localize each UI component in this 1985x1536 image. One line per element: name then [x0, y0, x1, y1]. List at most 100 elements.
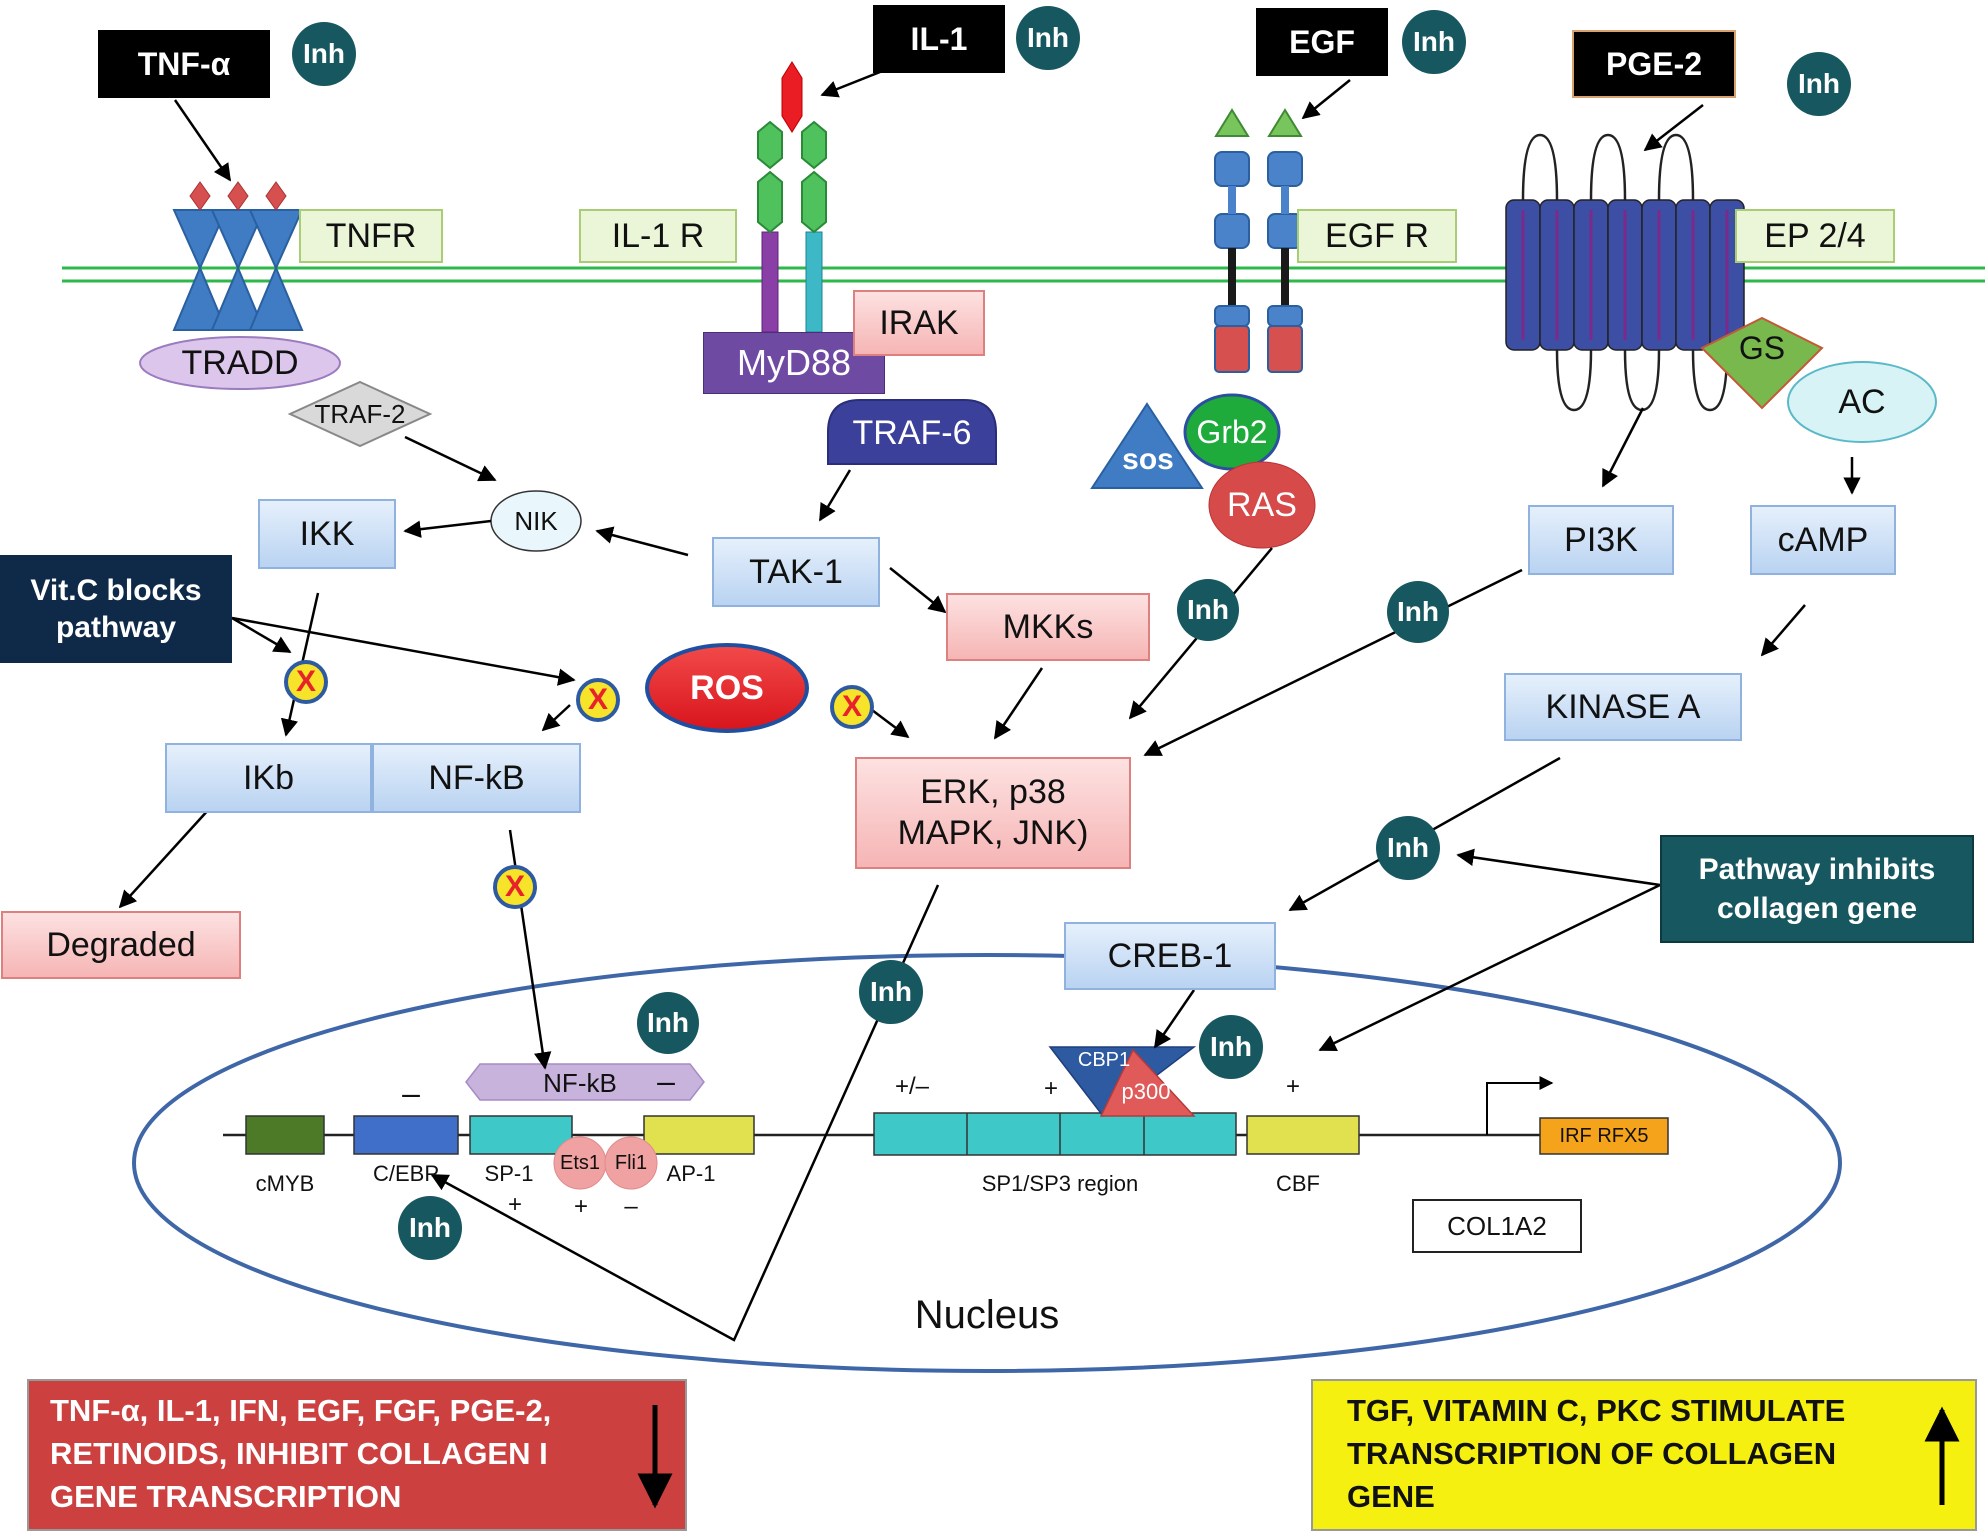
stimulate-line-2: TRANSCRIPTION OF COLLAGEN — [1347, 1435, 1837, 1471]
nfkb-bar-shape — [465, 1063, 705, 1101]
ligand-pge2: PGE-2 — [1572, 30, 1736, 98]
plusminus-sign: +/– — [894, 1073, 930, 1100]
nucleus-outline — [132, 953, 1842, 1373]
degraded-box: Degraded — [1, 911, 241, 979]
pathway-arrows — [118, 66, 1861, 1342]
pathway-line-1: Pathway inhibits — [1698, 853, 1936, 886]
pathway-callout: Pathway inhibits collagen gene — [1660, 835, 1974, 943]
nik-label: NIK — [514, 505, 558, 536]
p300-shape — [1099, 1048, 1196, 1117]
plus-sign-sp1: + — [507, 1191, 522, 1218]
inh-badge-tnf: Inh — [292, 22, 356, 86]
sp1-label: SP-1 — [484, 1161, 534, 1186]
ikb-box: IKb — [165, 743, 372, 813]
plus-sign-sp3: + — [1043, 1075, 1058, 1102]
traf2-label: TRAF-2 — [314, 398, 406, 429]
cmyb-label: cMYB — [255, 1171, 315, 1196]
erk-line-1: ERK, p38 — [920, 773, 1066, 812]
sp1-element — [469, 1115, 573, 1155]
ets1-label: Ets1 — [559, 1151, 601, 1174]
erk-line-2: MAPK, JNK) — [897, 814, 1089, 852]
mkks-box: MKKs — [946, 593, 1150, 661]
traf2-shape — [287, 380, 433, 448]
ligand-il1: IL-1 — [873, 5, 1005, 73]
vitc-line-2: pathway — [55, 611, 177, 644]
traf6-label: TRAF-6 — [852, 413, 972, 452]
pathway-line-2: collagen gene — [1716, 892, 1918, 925]
vitc-callout: Vit.C blocks pathway — [0, 555, 232, 663]
kinase-a-box: KINASE A — [1504, 673, 1742, 741]
cmyb-element — [245, 1115, 325, 1155]
fli1-shape — [604, 1136, 658, 1190]
col1a2-label: COL1A2 — [1447, 1210, 1547, 1241]
ras-label: RAS — [1227, 485, 1297, 524]
inh-badge-kinase: Inh — [1376, 816, 1440, 880]
stimulate-legend-box — [1311, 1379, 1977, 1531]
minus-sign-nfkb: – — [657, 1062, 675, 1099]
sp1sp3-region — [873, 1112, 1237, 1156]
inh-badge-nfkb: Inh — [637, 992, 699, 1054]
x-mark-erk: X — [841, 690, 862, 723]
inh-badge-pge2: Inh — [1787, 52, 1851, 116]
creb1-box: CREB-1 — [1064, 922, 1276, 990]
inh-badge-ras: Inh — [1177, 579, 1239, 641]
ligand-egf: EGF — [1256, 8, 1388, 76]
cebp-element — [353, 1115, 459, 1155]
ras-shape — [1208, 461, 1316, 549]
sp1sp3-label: SP1/SP3 region — [981, 1171, 1139, 1196]
p300-label: p300 — [1121, 1079, 1171, 1104]
x-mark-ikk: X — [295, 665, 316, 698]
ac-label: AC — [1838, 382, 1886, 421]
minus-sign-fli1: – — [624, 1193, 638, 1220]
inh-badge-il1: Inh — [1016, 6, 1080, 70]
egf-receptor — [1214, 108, 1303, 373]
tradd-label: TRADD — [181, 343, 299, 382]
erk-mapk-box: ERK, p38 MAPK, JNK) — [855, 757, 1131, 869]
tradd-shape — [139, 336, 341, 390]
ros-label: ROS — [690, 668, 764, 707]
inhibit-legend-text: TNF-α, IL-1, IFN, EGF, FGF, PGE-2, RETIN… — [50, 1390, 630, 1518]
inhibit-legend-box — [27, 1379, 687, 1531]
irak-label: IRAK — [853, 290, 985, 356]
camp-box: cAMP — [1750, 505, 1896, 575]
gs-label: GS — [1738, 329, 1786, 366]
nucleus-label: Nucleus — [914, 1292, 1060, 1337]
sos-shape — [1090, 402, 1204, 489]
minus-sign-cebp: – — [402, 1074, 420, 1111]
irf-label: IRF RFX5 — [1559, 1124, 1649, 1147]
tnfr-label: TNFR — [299, 209, 443, 263]
sos-label: sos — [1122, 443, 1174, 476]
vitc-blocker-marks — [284, 660, 874, 909]
stimulate-line-1: TGF, VITAMIN C, PKC STIMULATE — [1347, 1393, 1846, 1428]
il1-receptor — [757, 61, 827, 333]
x-mark-nfkb: X — [587, 683, 608, 716]
gs-shape — [1700, 316, 1824, 410]
ligand-tnf: TNF-α — [98, 30, 270, 98]
inh-badge-erk: Inh — [859, 960, 923, 1024]
ep24-label: EP 2/4 — [1735, 209, 1895, 263]
nfkb-bar-label: NF-kB — [543, 1067, 617, 1098]
fli1-label: Fli1 — [614, 1151, 648, 1174]
stimulate-line-3: GENE — [1347, 1478, 1435, 1514]
inhibit-line-3: GENE TRANSCRIPTION — [50, 1478, 402, 1514]
inh-badge-egf: Inh — [1402, 10, 1466, 74]
cbp1-label: CBP1 — [1077, 1048, 1131, 1071]
stimulate-legend-text: TGF, VITAMIN C, PKC STIMULATE TRANSCRIPT… — [1347, 1390, 1907, 1518]
pi3k-box: PI3K — [1528, 505, 1674, 575]
ap1-label: AP-1 — [666, 1161, 716, 1186]
plus-sign-ets1: + — [573, 1193, 588, 1220]
nfkb-box: NF-kB — [372, 743, 581, 813]
ros-shape — [645, 643, 809, 733]
transcription-start-arrow — [1486, 1076, 1554, 1135]
inhibit-line-2: RETINOIDS, INHIBIT COLLAGEN I — [50, 1435, 548, 1471]
col1a2-box — [1412, 1199, 1582, 1253]
inh-badge-cebp: Inh — [398, 1196, 462, 1260]
ac-shape — [1787, 361, 1937, 443]
plus-sign-cbf: + — [1285, 1073, 1300, 1100]
ikk-box: IKK — [258, 499, 396, 569]
ap1-element — [643, 1115, 755, 1155]
tak1-box: TAK-1 — [712, 537, 880, 607]
egfr-label: EGF R — [1297, 209, 1457, 263]
